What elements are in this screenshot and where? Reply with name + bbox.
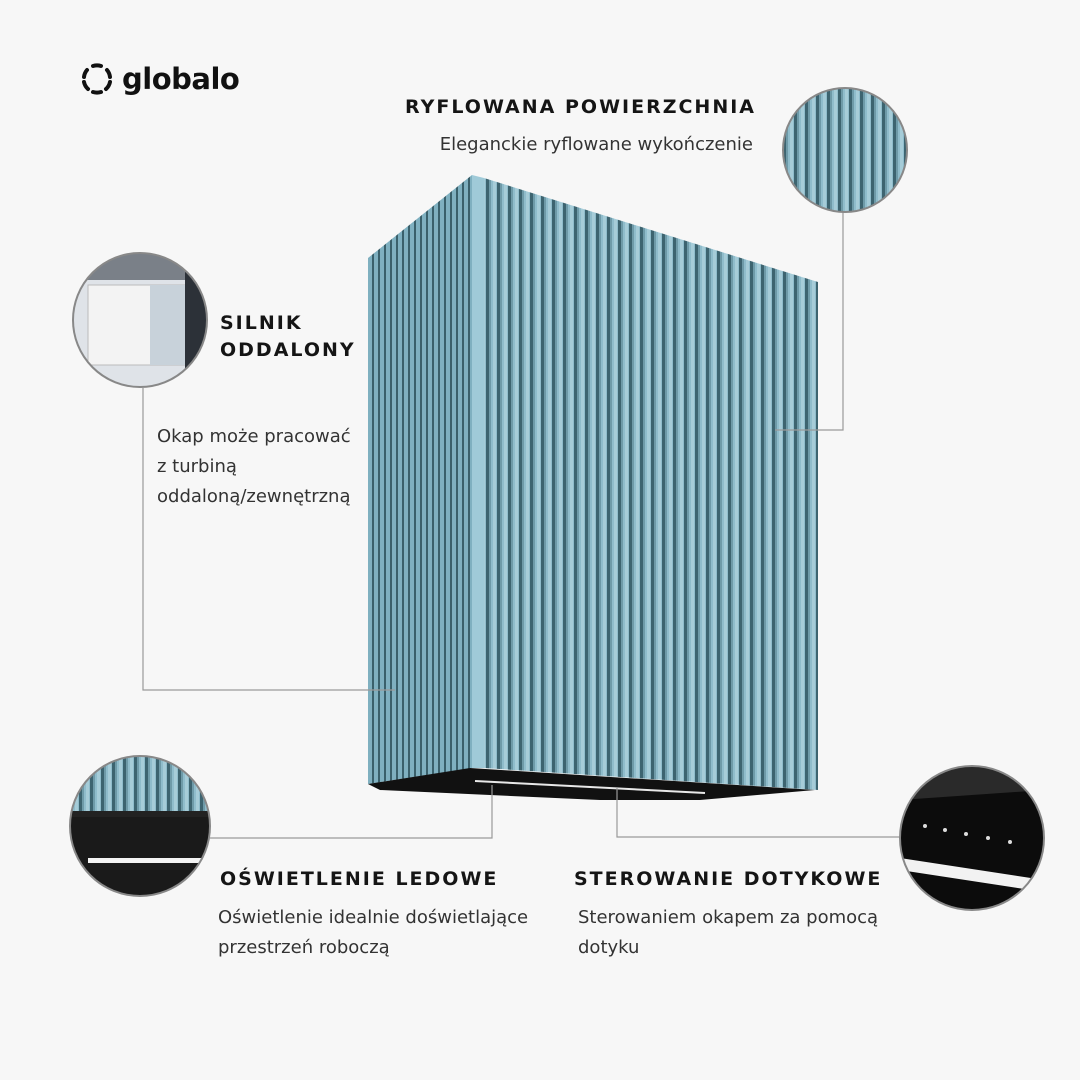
callout-lines bbox=[142, 212, 900, 839]
brand-name: globalo bbox=[122, 62, 240, 96]
feature-title-fluted-surface: RYFLOWANA POWIERZCHNIA bbox=[405, 96, 756, 118]
brand-logo: globalo bbox=[80, 62, 240, 96]
desc-line: Okap może pracować bbox=[157, 426, 351, 447]
desc-line: przestrzeń roboczą bbox=[218, 937, 390, 958]
desc-line: Sterowaniem okapem za pomocą bbox=[578, 907, 879, 928]
desc-line: z turbiną bbox=[157, 456, 237, 477]
detail-circle-led bbox=[69, 755, 211, 897]
feature-desc-fluted-surface: Eleganckie ryflowane wykończenie bbox=[439, 134, 753, 155]
hood-body bbox=[368, 175, 818, 800]
detail-circle-fluted bbox=[782, 87, 908, 213]
desc-line: Oświetlenie idealnie doświetlające bbox=[218, 907, 529, 928]
feature-title-led-lighting: OŚWIETLENIE LEDOWE bbox=[220, 868, 499, 890]
title-line: ODDALONY bbox=[220, 339, 356, 361]
feature-title-touch-control: STEROWANIE DOTYKOWE bbox=[574, 868, 883, 890]
desc-line: oddaloną/zewnętrzną bbox=[157, 486, 351, 507]
feature-desc-remote-motor: Okap może pracować z turbiną oddaloną/ze… bbox=[157, 422, 351, 512]
title-line: SILNIK bbox=[220, 312, 303, 334]
feature-title-remote-motor: SILNIK ODDALONY bbox=[220, 310, 356, 364]
feature-desc-led-lighting: Oświetlenie idealnie doświetlające przes… bbox=[218, 903, 528, 963]
desc-line: dotyku bbox=[578, 937, 640, 958]
detail-circle-motor bbox=[72, 252, 208, 388]
feature-desc-touch-control: Sterowaniem okapem za pomocą dotyku bbox=[578, 903, 878, 963]
detail-circle-touch bbox=[899, 765, 1045, 911]
logo-ring-icon bbox=[82, 63, 112, 95]
